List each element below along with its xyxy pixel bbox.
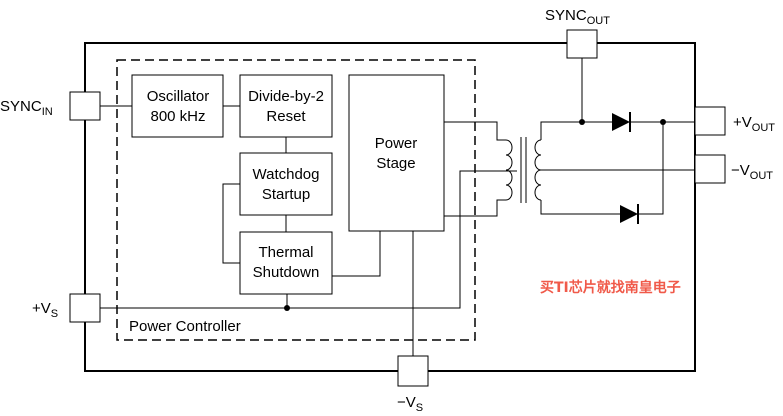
thermal-to-stage-wire (332, 231, 381, 277)
watermark-text: 买TI芯片就找南皇电子 (540, 279, 681, 296)
vs-neg-label: −VS (397, 394, 423, 414)
primary-winding (505, 139, 513, 201)
sync-in-label: SYNCIN (0, 98, 53, 118)
oscillator-label-1: Oscillator (147, 88, 210, 105)
watchdog-loop-wire (222, 183, 240, 264)
power-controller-label: Power Controller (129, 318, 241, 335)
watchdog-label-2: Startup (262, 186, 310, 203)
vs-neg-pin (397, 355, 429, 387)
vout-neg-label: −VOUT (731, 162, 773, 182)
vout-neg-pin (694, 154, 726, 184)
vs-pos-pin (69, 293, 101, 323)
junction-sync-out (579, 119, 585, 125)
junction-vout-pos (660, 119, 666, 125)
junction-vs (284, 305, 290, 311)
sync-out-pin (566, 29, 598, 59)
sync-out-label: SYNCOUT (545, 7, 610, 27)
oscillator-block (131, 74, 224, 138)
vs-pos-bus (100, 170, 517, 309)
transformer-core (520, 137, 527, 203)
secondary-top-wire (540, 121, 612, 140)
controller-boundary (116, 59, 476, 341)
watchdog-label-1: Watchdog (253, 166, 320, 183)
vout-pos-pin (694, 106, 726, 136)
sync-in-pin (69, 91, 101, 121)
power-stage-label-1: Power (375, 135, 418, 152)
package-outline (84, 42, 696, 372)
divider-label-1: Divide-by-2 (248, 88, 324, 105)
thermal-block (239, 231, 333, 295)
secondary-winding (534, 139, 542, 201)
divider-block (239, 74, 333, 138)
stage-to-primary-bottom (444, 199, 506, 217)
diode-top (612, 112, 631, 132)
rectifier-join-wire (638, 122, 664, 215)
thermal-label-1: Thermal (258, 244, 313, 261)
watchdog-block (239, 152, 333, 216)
stage-to-primary-top (444, 121, 506, 141)
diode-bottom (620, 204, 639, 224)
vout-pos-label: +VOUT (733, 114, 775, 134)
power-stage-label-2: Stage (376, 155, 415, 172)
secondary-bottom-wire (540, 200, 620, 215)
vs-pos-label: +VS (32, 300, 58, 320)
divider-label-2: Reset (266, 108, 306, 125)
power-stage-block (348, 74, 445, 232)
thermal-label-2: Shutdown (253, 264, 320, 281)
oscillator-label-2: 800 kHz (150, 108, 205, 125)
